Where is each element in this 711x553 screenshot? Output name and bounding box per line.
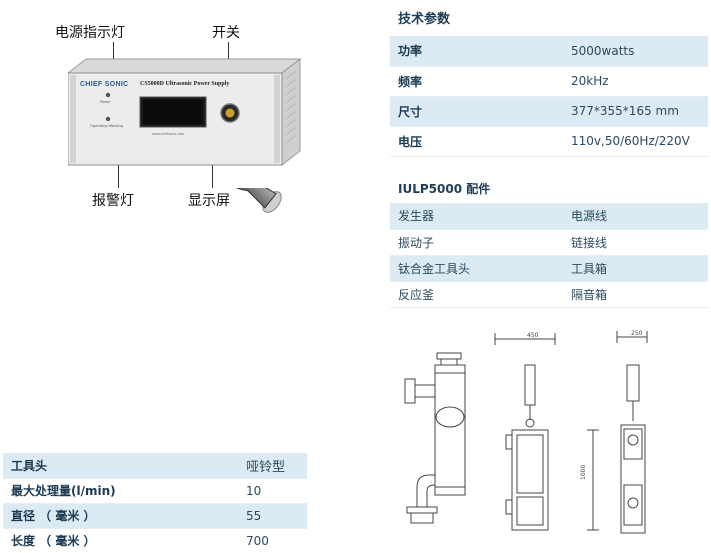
- accessory-item: 工具箱: [563, 255, 708, 282]
- dimension-label-side: 1000: [580, 464, 587, 480]
- table-row: 振动子 链接线: [390, 229, 708, 256]
- tech-label: 尺寸: [390, 96, 563, 127]
- tech-label: 电压: [390, 126, 563, 157]
- accessories-table: 发生器 电源线 振动子 链接线 钛合金工具头 工具箱 反应釜 隔音箱: [390, 203, 708, 308]
- tool-label: 直径 （ 毫米 ）: [3, 503, 238, 529]
- tool-head-table: 工具头 哑铃型 最大处理量(l/min) 10 直径 （ 毫米 ） 55 长度 …: [3, 453, 307, 553]
- tool-label: 长度 （ 毫米 ）: [3, 528, 238, 553]
- callout-switch: 开关: [212, 25, 240, 41]
- accessory-item: 钛合金工具头: [390, 255, 563, 282]
- dimension-label-top-2: 250: [631, 330, 643, 337]
- tech-value: 5000watts: [563, 36, 708, 67]
- table-row: 功率 5000watts: [390, 36, 708, 67]
- callout-alarm-light: 报警灯: [92, 193, 134, 209]
- tool-label: 工具头: [3, 453, 238, 479]
- table-row: 电压 110v,50/60Hz/220V: [390, 126, 708, 157]
- ultrasonic-probe-illustration: [105, 188, 282, 213]
- svg-text:www.chiefsonic.com: www.chiefsonic.com: [152, 132, 184, 136]
- table-row: 工具头 哑铃型: [3, 453, 307, 479]
- table-row: 频率 20kHz: [390, 66, 708, 97]
- tech-label: 功率: [390, 36, 563, 67]
- table-row: 钛合金工具头 工具箱: [390, 255, 708, 282]
- power-supply-illustration: 电源指示灯 开关 报警灯 显示屏 Operating Working Power…: [0, 0, 360, 210]
- accessory-item: 电源线: [563, 203, 708, 230]
- table-row: 发生器 电源线: [390, 203, 708, 230]
- callout-power-indicator: 电源指示灯: [55, 25, 125, 41]
- table-row: 长度 （ 毫米 ） 700: [3, 528, 307, 553]
- tech-value: 20kHz: [563, 66, 708, 97]
- svg-text:Operating Working: Operating Working: [90, 124, 123, 128]
- model-plate: CS5000D Ultrasonic Power Supply: [140, 81, 230, 87]
- brand-label: CHIEF SONIC: [80, 81, 129, 88]
- svg-text:Power: Power: [100, 100, 111, 104]
- dimension-label-top-1: 450: [527, 332, 539, 339]
- tool-label: 最大处理量(l/min): [3, 478, 238, 504]
- table-row: 最大处理量(l/min) 10: [3, 478, 307, 504]
- technical-drawings: [404, 331, 648, 534]
- table-row: 直径 （ 毫米 ） 55: [3, 503, 307, 529]
- tech-params-title: 技术参数: [398, 12, 451, 27]
- tool-value: 哑铃型: [238, 453, 307, 479]
- table-row: 尺寸 377*355*165 mm: [390, 96, 708, 127]
- table-row: 反应釜 隔音箱: [390, 281, 708, 308]
- tech-params-table: 功率 5000watts 频率 20kHz 尺寸 377*355*165 mm …: [390, 36, 708, 157]
- accessory-item: 链接线: [563, 229, 708, 256]
- callout-display: 显示屏: [188, 193, 230, 209]
- tech-value: 377*355*165 mm: [563, 96, 708, 127]
- accessory-item: 隔音箱: [563, 281, 708, 308]
- tool-value: 700: [238, 528, 307, 553]
- tech-value: 110v,50/60Hz/220V: [563, 126, 708, 157]
- accessory-item: 振动子: [390, 229, 563, 256]
- accessory-item: 发生器: [390, 203, 563, 230]
- power-supply-device: Operating Working Power www.chiefsonic.c…: [68, 57, 302, 167]
- tool-value: 10: [238, 478, 307, 504]
- tool-value: 55: [238, 503, 307, 529]
- accessory-item: 反应釜: [390, 281, 563, 308]
- accessories-title: IULP5000 配件: [398, 182, 491, 196]
- tech-label: 频率: [390, 66, 563, 97]
